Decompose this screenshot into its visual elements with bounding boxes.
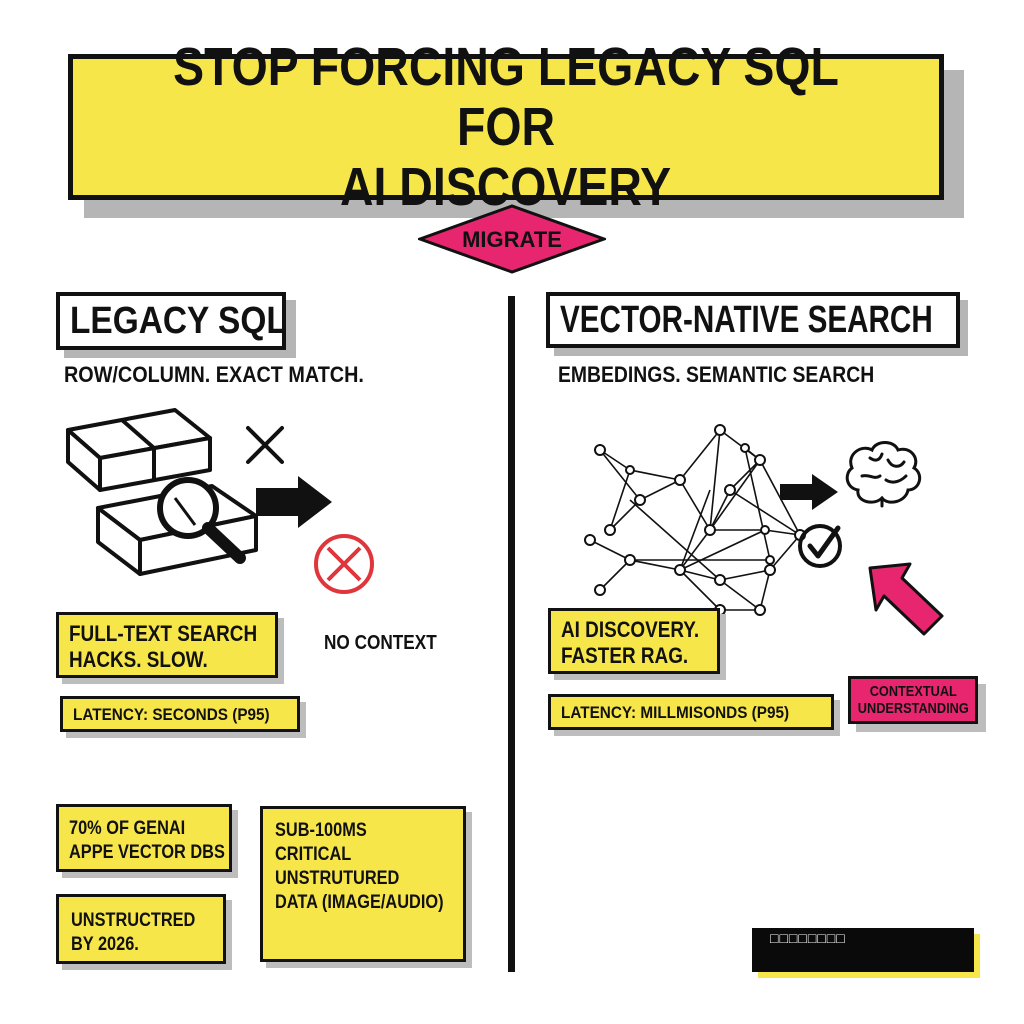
right-latency-text: LATENCY: MILLMISONDS (P95): [561, 703, 790, 722]
no-entry-icon: [314, 534, 374, 594]
ai-line-2: FASTER RAG.: [561, 643, 689, 668]
right-subtitle: EMBEDINGS. SEMANTIC SEARCH: [558, 362, 917, 388]
brain-icon: [845, 441, 922, 508]
genai-line-2: APPE VECTOR DBS: [69, 842, 225, 863]
contextual-line-2: UNDERSTANDING: [857, 700, 969, 717]
genai-stat-box: 70% OF GENAI APPE VECTOR DBS: [56, 804, 232, 872]
left-subtitle-text: ROW/COLUMN. EXACT MATCH.: [64, 362, 364, 387]
contextual-line-1: CONTEXTUAL: [869, 683, 957, 700]
sub100-line-1: SUB-100MS: [275, 820, 367, 841]
check-circle-icon: [798, 524, 842, 568]
center-divider: [508, 296, 515, 972]
right-subtitle-text: EMBEDINGS. SEMANTIC SEARCH: [558, 362, 875, 387]
left-heading-label: LEGACY SQL: [70, 299, 287, 342]
left-subtitle: ROW/COLUMN. EXACT MATCH.: [64, 362, 397, 388]
database-search-illustration: [66, 408, 374, 594]
sub100-stat-box: SUB-100MS CRITICAL UNSTRUTURED DATA (IMA…: [260, 806, 466, 962]
sub100-line-3: UNSTRUTURED: [275, 868, 400, 889]
vector-network-illustration: [584, 424, 944, 636]
magnifier-icon: [157, 477, 246, 564]
diamond-badge-shape: MIGRATE: [415, 204, 609, 274]
left-latency-text: LATENCY: SECONDS (P95): [73, 705, 270, 724]
contextual-understanding-box: CONTEXTUAL UNDERSTANDING: [848, 676, 978, 724]
right-heading-label: VECTOR-NATIVE SEARCH: [560, 298, 933, 341]
migrate-badge: MIGRATE: [415, 202, 609, 276]
sub100-line-4: DATA (IMAGE/AUDIO): [275, 892, 444, 913]
fulltext-box: FULL-TEXT SEARCH HACKS. SLOW.: [56, 612, 278, 678]
sub100-line-2: CRITICAL: [275, 844, 352, 865]
genai-line-1: 70% OF GENAI: [69, 818, 186, 839]
arrow-right-icon-2: [780, 474, 838, 510]
unstructred-line-2: BY 2026.: [71, 934, 139, 955]
right-heading: VECTOR-NATIVE SEARCH: [546, 292, 960, 348]
x-mark-icon: [246, 426, 284, 464]
footer-bar-text: □□□□□□□□: [770, 930, 846, 946]
footer-bar: □□□□□□□□: [752, 928, 974, 972]
network-nodes: [584, 424, 806, 616]
pink-arrow-icon: [868, 562, 944, 636]
no-context-text: NO CONTEXT: [324, 632, 437, 654]
left-latency-box: LATENCY: SECONDS (P95): [60, 696, 300, 732]
no-context-label: NO CONTEXT: [324, 632, 455, 655]
page-title: STOP FORCING LEGACY SQL FOR AI DISCOVERY: [68, 37, 944, 217]
fulltext-line-1: FULL-TEXT SEARCH: [69, 621, 258, 646]
unstructred-stat-box: UNSTRUCTRED BY 2026.: [56, 894, 226, 964]
table-block-icon: [66, 408, 212, 492]
right-latency-box: LATENCY: MILLMISONDS (P95): [548, 694, 834, 730]
ai-discovery-box: AI DISCOVERY. FASTER RAG.: [548, 608, 720, 674]
title-line-1: STOP FORCING LEGACY SQL FOR: [173, 37, 839, 157]
left-heading: LEGACY SQL: [56, 292, 287, 350]
unstructred-line-1: UNSTRUCTRED: [71, 910, 196, 931]
migrate-label: MIGRATE: [462, 227, 562, 252]
fulltext-line-2: HACKS. SLOW.: [69, 647, 208, 672]
network-graph-icon: [589, 429, 801, 611]
ai-line-1: AI DISCOVERY.: [561, 617, 700, 642]
arrow-right-icon: [256, 476, 332, 528]
